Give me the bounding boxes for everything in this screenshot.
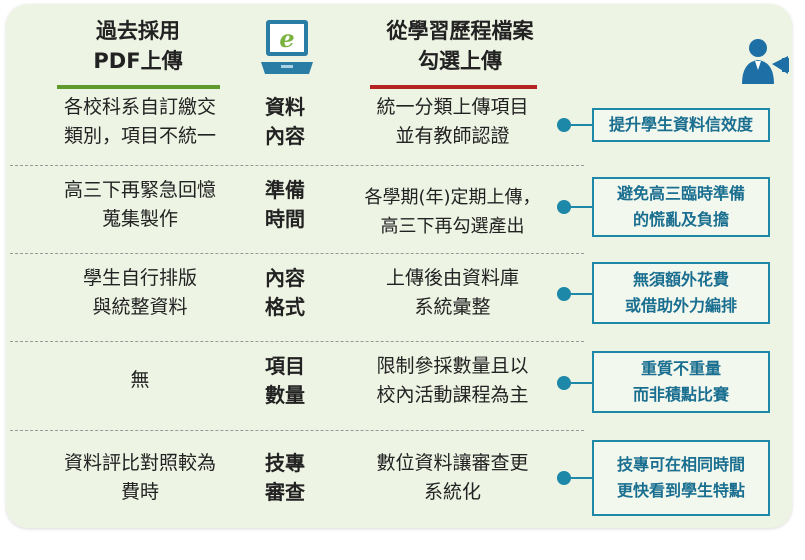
row-5-new-line1: 數位資料讓審查更: [376, 452, 529, 474]
svg-text:e: e: [279, 24, 294, 53]
row-1-label-line1: 資料: [265, 95, 305, 119]
header-left-underline: [57, 85, 220, 89]
row-4-benefit-box: 重質不重量 而非積點比賽: [592, 351, 770, 413]
row-divider: [10, 165, 584, 166]
row-5-benefit-line1: 技專可在相同時間: [616, 455, 745, 474]
row-2-label: 準備 時間: [250, 176, 320, 234]
row-5-benefit-line2: 更快看到學生特點: [616, 481, 745, 500]
row-5-label-line2: 審查: [265, 480, 305, 504]
row-5-benefit-box: 技專可在相同時間 更快看到學生特點: [592, 440, 770, 516]
header-left-line2: PDF上傳: [93, 49, 183, 73]
row-4-label-line2: 數量: [265, 383, 305, 407]
row-3-benefit-line1: 無須額外花費: [632, 270, 729, 289]
header-past-pdf: 過去採用 PDF上傳: [60, 16, 216, 76]
row-5-past-line2: 費時: [120, 481, 159, 503]
row-2-benefit-line1: 避免高三臨時準備: [616, 184, 745, 203]
header-right-line2: 勾選上傳: [418, 49, 502, 73]
row-4-benefit-line1: 重質不重量: [640, 359, 721, 378]
row-1-benefit-line1: 提升學生資料信效度: [608, 115, 753, 134]
row-4-benefit-line2: 而非積點比賽: [632, 385, 729, 404]
row-1-past-line1: 各校科系自訂繳交: [63, 96, 216, 118]
row-3-label-line1: 內容: [265, 266, 305, 290]
connector-line: [557, 206, 593, 208]
header-learning-portfolio: 從學習歷程檔案 勾選上傳: [360, 16, 560, 76]
row-4-label: 項目 數量: [250, 352, 320, 410]
row-2-benefit-line2: 的慌亂及負擔: [632, 210, 729, 229]
connector-line: [557, 477, 593, 479]
row-3-past-line2: 與統整資料: [92, 296, 188, 318]
row-3-past: 學生自行排版 與統整資料: [40, 264, 240, 322]
row-divider: [10, 253, 584, 254]
row-4-past-line1: 無: [130, 369, 150, 391]
header-right-line1: 從學習歷程檔案: [386, 19, 534, 43]
row-3-new: 上傳後由資料庫 系統彙整: [335, 264, 570, 322]
row-3-benefit-line2: 或借助外力編排: [624, 296, 737, 315]
row-divider: [10, 341, 584, 342]
connector-line: [557, 293, 593, 295]
row-2-new: 各學期(年)定期上傳， 高三下再勾選產出: [335, 183, 570, 241]
row-4-past: 無: [40, 366, 240, 395]
row-divider: [10, 430, 584, 431]
row-5-new: 數位資料讓審查更 系統化: [335, 449, 570, 507]
row-5-label-line1: 技專: [265, 451, 305, 475]
row-1-past-line2: 類別，項目不統一: [63, 125, 216, 147]
row-3-past-line1: 學生自行排版: [82, 267, 197, 289]
row-3-benefit-box: 無須額外花費 或借助外力編排: [592, 262, 770, 324]
row-4-new-line1: 限制參採數量且以: [376, 355, 529, 377]
header-left-line1: 過去採用: [96, 19, 180, 43]
row-2-label-line2: 時間: [265, 207, 305, 231]
row-1-label: 資料 內容: [250, 93, 320, 151]
row-3-label-line2: 格式: [265, 295, 305, 319]
row-3-new-line1: 上傳後由資料庫: [385, 267, 519, 289]
row-1-new-line1: 統一分類上傳項目: [376, 96, 529, 118]
laptop-e-icon: e: [259, 18, 315, 78]
row-1-new-line2: 並有教師認證: [395, 125, 510, 147]
row-1-label-line2: 內容: [265, 124, 305, 148]
row-5-new-line2: 系統化: [423, 481, 481, 503]
row-4-label-line1: 項目: [265, 354, 305, 378]
row-2-new-line2: 高三下再勾選產出: [380, 216, 525, 237]
row-3-label: 內容 格式: [250, 264, 320, 322]
row-1-past: 各校科系自訂繳交 類別，項目不統一: [40, 93, 240, 151]
connector-line: [557, 124, 593, 126]
row-5-label: 技專 審查: [250, 449, 320, 507]
row-4-new: 限制參採數量且以 校內活動課程為主: [335, 352, 570, 410]
connector-line: [557, 382, 593, 384]
row-2-label-line1: 準備: [265, 178, 305, 202]
row-2-benefit-box: 避免高三臨時準備 的慌亂及負擔: [592, 177, 770, 237]
row-3-new-line2: 系統彙整: [414, 296, 491, 318]
row-2-past-line1: 高三下再緊急回憶: [63, 179, 216, 201]
row-1-new: 統一分類上傳項目 並有教師認證: [335, 93, 570, 151]
row-2-past: 高三下再緊急回憶 蒐集製作: [40, 176, 240, 234]
row-5-past-line1: 資料評比對照較為: [63, 452, 216, 474]
row-2-past-line2: 蒐集製作: [101, 208, 178, 230]
header-right-underline: [370, 85, 537, 89]
row-2-new-line1: 各學期(年)定期上傳，: [364, 187, 541, 208]
row-1-benefit-box: 提升學生資料信效度: [592, 108, 770, 142]
row-4-new-line2: 校內活動課程為主: [376, 384, 529, 406]
row-5-past: 資料評比對照較為 費時: [40, 449, 240, 507]
presenter-icon: [738, 36, 792, 86]
